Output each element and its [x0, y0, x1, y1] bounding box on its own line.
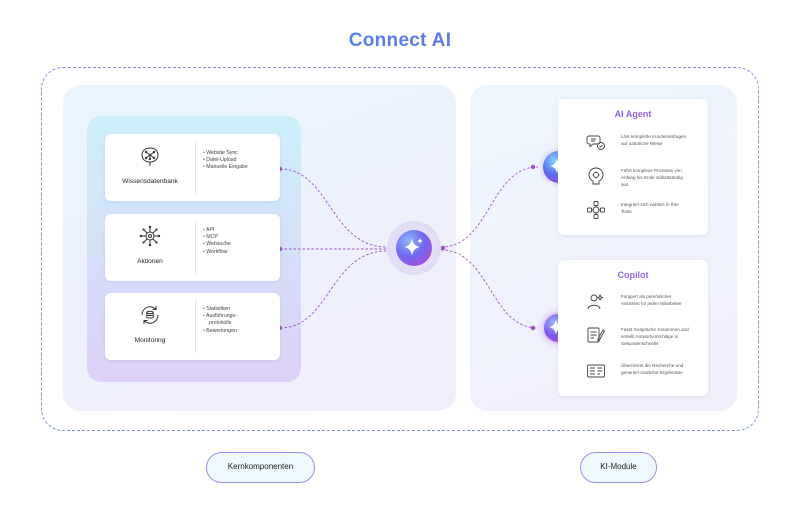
feature-text-line: Führt komplexe Prozesse von: [621, 168, 682, 173]
connector-dot: [440, 245, 446, 251]
feature-text-line: Fungiert als persönlicher: [621, 294, 672, 299]
module-title: AI Agent: [558, 109, 708, 119]
document-pen-icon: [587, 327, 606, 343]
label-core-components: Kernkomponenten: [206, 452, 315, 483]
list-item: Ausführungs-: [203, 313, 237, 320]
feature-text: Löst komplette Kundenanfragen auf natürl…: [621, 133, 701, 147]
list-item: MCP: [203, 234, 231, 241]
card-actions: Aktionen API MCP Websuche Workflow: [105, 214, 280, 281]
feature-text-line: Assistent für jeden Mitarbeiter: [621, 301, 682, 306]
brain-gear-icon: [588, 167, 604, 185]
feature-text: Übernimmt die Recherche und generiert nü…: [621, 362, 701, 376]
connector-ai-agent: [440, 166, 539, 248]
card-item-list: Statistiken Ausführungs- protokolle Bewe…: [203, 306, 237, 335]
card-item-list: API MCP Websuche Workflow: [203, 227, 231, 256]
chat-bubbles-icon: [586, 135, 605, 150]
feature-text-line: Anfang bis Ende selbstständig: [621, 175, 683, 180]
gear-network-icon: [139, 225, 161, 247]
connect-ai-hub-orb: [387, 221, 441, 275]
feature-text-line: Tools: [621, 209, 632, 214]
feature-row: Fungiert als persönlicher Assistent für …: [586, 290, 706, 316]
brain-network-icon: [141, 147, 159, 166]
card-label: Wissensdatenbank: [122, 178, 178, 185]
list-item: Workflow: [203, 249, 231, 256]
list-item: Website Sync: [203, 150, 248, 157]
module-ai-agent: AI Agent Löst komplette Kundenanfragen a…: [558, 99, 708, 235]
list-item: Bewertungen: [203, 328, 237, 335]
card-knowledge-base: Wissensdatenbank Website Sync Datei-Uplo…: [105, 134, 280, 201]
feature-text: Fungiert als persönlicher Assistent für …: [621, 293, 701, 307]
list-item: API: [203, 227, 231, 234]
feature-row: Fasst Gespräche zusammen und erstellt An…: [586, 323, 706, 349]
feature-text-line: Sekundenschnelle: [621, 341, 659, 346]
feature-text: Integriert sich nahtlos in Ihre Tools: [621, 201, 701, 215]
assistant-person-icon: [587, 293, 604, 310]
feature-text-line: Fasst Gespräche zusammen und: [621, 327, 689, 332]
page-title: Connect AI: [0, 30, 800, 52]
feature-row: Übernimmt die Recherche und generiert nü…: [586, 359, 706, 385]
feature-text-line: auf natürliche Weise: [621, 141, 663, 146]
card-item-list: Website Sync Datei-Upload Manuelle Einga…: [203, 150, 248, 172]
label-ai-modules: KI-Module: [580, 452, 657, 483]
feature-text-line: Integriert sich nahtlos in Ihre: [621, 202, 679, 207]
monitoring-refresh-icon: [141, 306, 159, 324]
card-monitoring: Monitoring Statistiken Ausführungs- prot…: [105, 293, 280, 360]
list-item: Datei-Upload: [203, 157, 248, 164]
module-copilot: Copilot Fungiert als persönlicher Assist…: [558, 260, 708, 396]
feature-text-line: generiert nützliche Ergebnisse: [621, 370, 683, 375]
card-divider: [195, 221, 196, 274]
card-divider: [195, 141, 196, 194]
feature-text-line: erstellt Antwortvorschläge in: [621, 334, 679, 339]
research-document-icon: [587, 364, 605, 378]
card-divider: [195, 300, 196, 353]
card-label: Aktionen: [137, 258, 163, 265]
list-item: protokolle: [209, 320, 232, 327]
feature-row: Integriert sich nahtlos in Ihre Tools: [586, 198, 706, 224]
connector-copilot: [440, 249, 539, 329]
feature-row: Führt komplexe Prozesse von Anfang bis E…: [586, 164, 706, 190]
list-item: Statistiken: [203, 306, 237, 313]
connect-ai-frame: [41, 67, 759, 431]
sparkle-icon: [404, 238, 423, 256]
feature-row: Löst komplette Kundenanfragen auf natürl…: [586, 130, 706, 156]
feature-text-line: Übernimmt die Recherche und: [621, 363, 684, 368]
feature-text: Führt komplexe Prozesse von Anfang bis E…: [621, 167, 701, 188]
list-item: Manuelle Eingabe: [203, 164, 248, 171]
integration-nodes-icon: [587, 201, 605, 219]
feature-text-line: aus: [621, 182, 629, 187]
connector-dot: [530, 325, 536, 331]
hub-orb-core: [396, 230, 432, 266]
card-label: Monitoring: [134, 337, 166, 344]
connector-dot: [530, 164, 536, 170]
connector-knowledge-base: [279, 168, 388, 248]
list-item: Websuche: [203, 241, 230, 248]
feature-text: Fasst Gespräche zusammen und erstellt An…: [621, 326, 701, 347]
module-title: Copilot: [558, 270, 708, 280]
connector-monitoring: [279, 250, 388, 329]
feature-text-line: Löst komplette Kundenanfragen: [621, 134, 687, 139]
